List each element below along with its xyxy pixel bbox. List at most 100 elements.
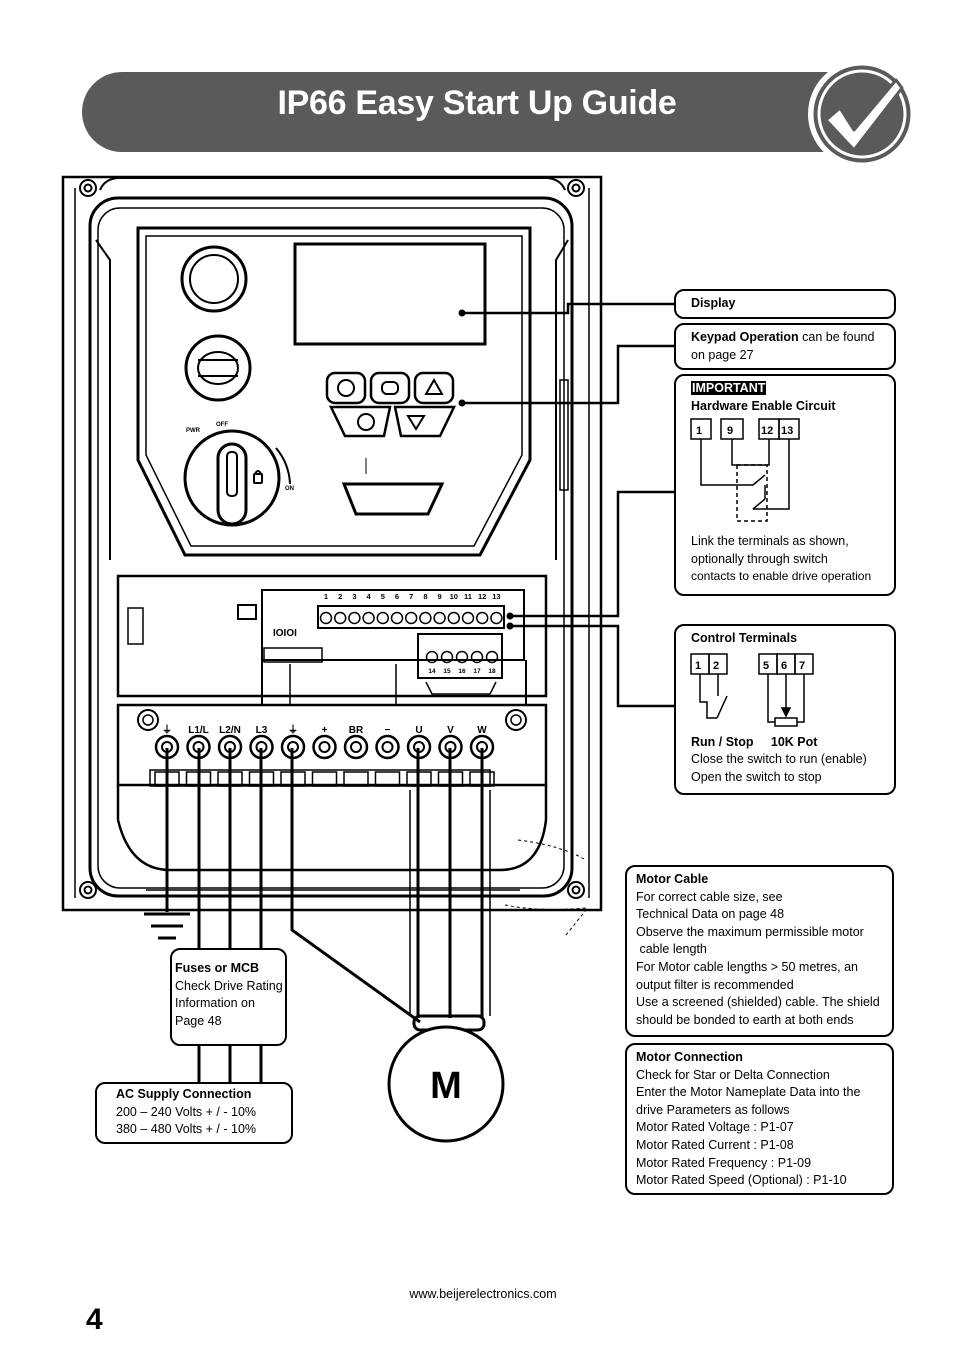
- motor-cable-line-2: Technical Data on page 48: [636, 907, 785, 922]
- power-terminal-screw: [375, 734, 400, 760]
- relay-terminal-number: 16: [458, 668, 466, 675]
- control-terminal-screw: [362, 611, 375, 625]
- enable-terminal-1: 1: [696, 425, 702, 437]
- motor-cable-callout: Motor Cable For correct cable size, see …: [625, 865, 894, 1037]
- control-wiring-diagram: 1 2 5 6 7: [690, 652, 814, 727]
- power-terminal-label: W: [477, 725, 487, 736]
- power-terminal-clamp: [374, 771, 401, 787]
- power-terminal-clamp: [311, 771, 338, 787]
- control-terminal-number: 9: [438, 592, 442, 601]
- ac-supply-title: AC Supply Connection: [116, 1087, 252, 1101]
- control-body-1: Close the switch to run (enable): [691, 752, 867, 767]
- power-terminal-label: L2/N: [219, 725, 241, 736]
- power-terminal-label: ⏚: [288, 724, 298, 736]
- check-icon: [808, 60, 916, 168]
- fuses-title: Fuses or MCB: [175, 961, 260, 975]
- control-terminal-screw: [390, 611, 404, 625]
- keypad-title: Keypad Operation: [691, 330, 799, 344]
- power-terminal-screw-head: [350, 741, 362, 753]
- control-terminal-screw: [419, 611, 432, 625]
- control-terminal-number: 5: [381, 592, 385, 601]
- control-terminal-number: 7: [409, 592, 413, 601]
- motor-connection-line-4: Motor Rated Voltage : P1-07: [636, 1120, 794, 1135]
- power-terminal-label: U: [415, 725, 422, 736]
- control-terminal-number: 13: [492, 592, 500, 601]
- keypad-page: on page 27: [691, 347, 754, 362]
- motor-symbol: [387, 1025, 505, 1143]
- off-label: OFF: [216, 422, 228, 428]
- relay-terminal-screw: [470, 650, 484, 664]
- power-terminal-label: L3: [256, 725, 268, 736]
- on-label: ON: [285, 486, 294, 492]
- power-terminal-label: −: [385, 725, 391, 736]
- control-terminal-number: 12: [478, 592, 486, 601]
- ac-supply-callout: AC Supply Connection 200 – 240 Volts + /…: [95, 1082, 293, 1144]
- relay-terminal-screw: [485, 650, 499, 664]
- control-terminal-number: 4: [367, 592, 372, 601]
- control-terminal-7: 7: [799, 660, 805, 672]
- control-terminal-2: 2: [713, 660, 719, 672]
- fuses-line-2: Information on: [175, 996, 255, 1011]
- power-terminal-label: V: [447, 725, 454, 736]
- important-body-1: Link the terminals as shown,: [691, 534, 849, 549]
- motor-cable-line-1: For correct cable size, see: [636, 889, 783, 904]
- control-terminal-number: 10: [450, 592, 458, 601]
- pwr-label: PWR: [186, 428, 201, 434]
- motor-cable-line-4: cable length: [636, 942, 707, 957]
- relay-terminal-screw: [455, 650, 469, 664]
- control-terminal-number: 8: [423, 592, 427, 601]
- motor-connection-line-1: Check for Star or Delta Connection: [636, 1067, 830, 1082]
- power-terminal-screw-head: [318, 741, 331, 753]
- control-terminal-screw: [333, 611, 347, 625]
- motor-cable-line-7: Use a screened (shielded) cable. The shi…: [636, 995, 880, 1010]
- control-terminal-6: 6: [781, 660, 787, 672]
- control-terminal-screw: [348, 611, 361, 625]
- comm-label: IOIOI: [273, 628, 297, 639]
- motor-label: M: [430, 1065, 462, 1107]
- fuses-line-1: Check Drive Rating: [175, 978, 283, 993]
- control-terminal-number: 2: [338, 592, 342, 601]
- control-terminal-number: 3: [352, 592, 356, 601]
- control-terminal-screw: [433, 611, 446, 625]
- motor-connection-line-6: Motor Rated Frequency : P1-09: [636, 1155, 812, 1170]
- control-terminal-screw: [404, 611, 418, 625]
- page-number: 4: [86, 1303, 103, 1336]
- motor-connection-line-3: drive Parameters as follows: [636, 1102, 790, 1117]
- motor-connection-line-7: Motor Rated Speed (Optional) : P1-10: [636, 1173, 847, 1188]
- power-terminal-label: L1/L: [188, 725, 209, 736]
- control-terminal-number: 11: [464, 592, 472, 601]
- motor-connection-callout: Motor Connection Check for Star or Delta…: [625, 1043, 894, 1195]
- keypad-text: can be found: [798, 330, 875, 344]
- keypad-callout: Keypad Operation can be found on page 27: [674, 323, 896, 370]
- control-terminal-screw: [376, 611, 390, 625]
- control-terminal-screw: [447, 611, 461, 625]
- display-title: Display: [691, 296, 736, 310]
- control-title: Control Terminals: [691, 631, 798, 645]
- footer-url: www.beijerelectronics.com: [409, 1287, 557, 1301]
- enable-terminal-12: 12: [761, 425, 773, 437]
- enable-terminal-13: 13: [781, 425, 793, 437]
- power-terminal-label: ⏚: [162, 724, 172, 736]
- control-terminal-number: 1: [324, 592, 328, 601]
- control-terminals-callout: Control Terminals 1 2 5 6 7 Run / Stop 1…: [674, 624, 896, 795]
- power-terminal-label: BR: [349, 725, 364, 736]
- page-title: IP66 Easy Start Up Guide: [277, 84, 677, 122]
- relay-terminal-screw: [440, 650, 454, 664]
- relay-terminal-number: 17: [473, 668, 481, 675]
- run-stop-label: Run / Stop: [691, 734, 754, 749]
- display-callout: Display: [674, 289, 896, 319]
- control-body-2: Open the switch to stop: [691, 769, 822, 784]
- relay-terminal-screw: [425, 650, 439, 664]
- pot-label: 10K Pot: [770, 734, 818, 749]
- fuses-callout: Fuses or MCB Check Drive Rating Informat…: [170, 948, 287, 1046]
- important-body-2: optionally through switch: [691, 551, 828, 566]
- title-banner: [82, 72, 882, 152]
- control-terminal-screw: [461, 611, 475, 625]
- motor-cable-line-8: should be bonded to earth at both ends: [636, 1012, 854, 1027]
- control-terminal-number: 6: [395, 592, 399, 601]
- relay-terminal-number: 18: [488, 668, 496, 675]
- relay-terminal-number: 15: [443, 668, 451, 675]
- important-body-3: contacts to enable drive operation: [691, 569, 872, 584]
- relay-terminal-number: 14: [428, 668, 436, 675]
